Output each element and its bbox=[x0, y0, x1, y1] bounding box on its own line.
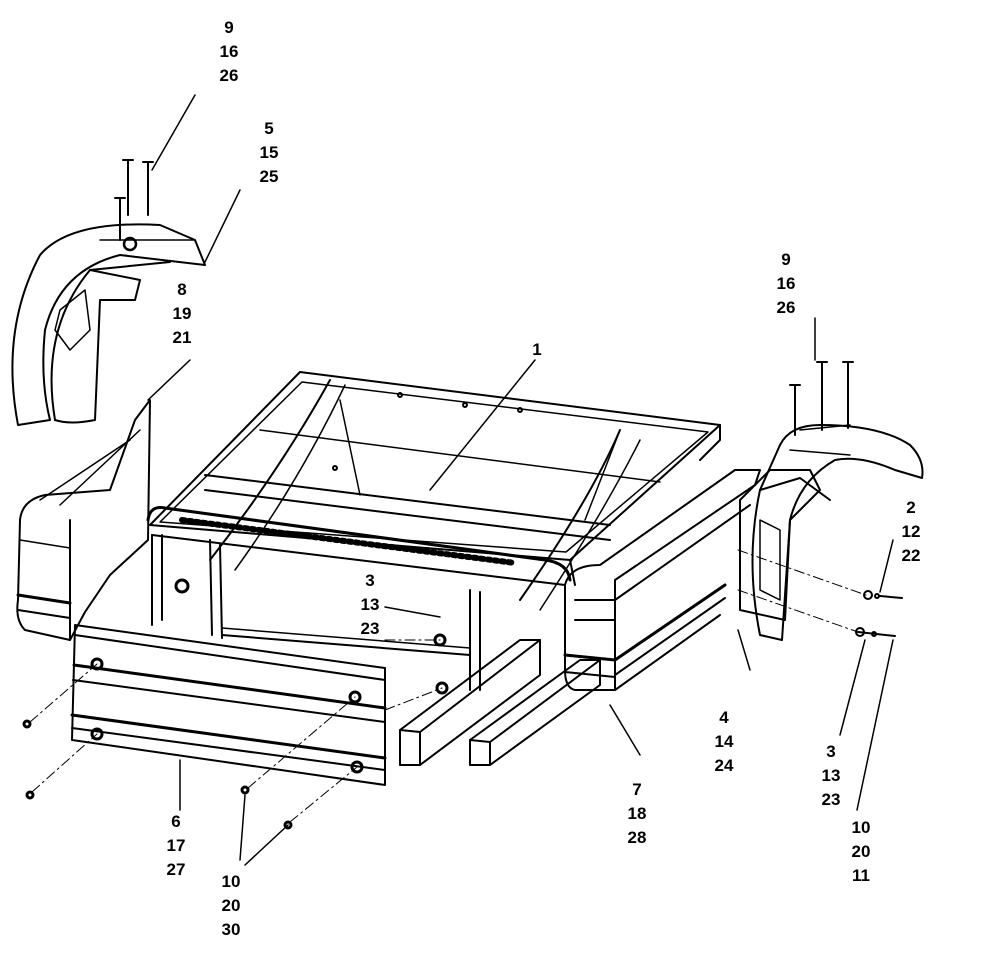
callout-text: 26 bbox=[219, 66, 239, 85]
leader-lines bbox=[147, 94, 894, 866]
callout-text: 20 bbox=[851, 842, 871, 861]
callout-text: 24 bbox=[714, 756, 734, 775]
callout-text: 7 bbox=[632, 780, 642, 799]
callout-top-right-screws: 9 16 26 bbox=[766, 248, 806, 320]
callout-right-bolt: 10 20 11 bbox=[841, 816, 881, 888]
callout-right-rail: 7 18 28 bbox=[617, 778, 657, 850]
callout-text: 20 bbox=[221, 896, 241, 915]
callout-text: 3 bbox=[365, 571, 375, 590]
callout-text: 18 bbox=[627, 804, 647, 823]
callout-text: 2 bbox=[906, 498, 916, 517]
callout-text: 10 bbox=[851, 818, 871, 837]
callout-right-fender: 2 12 22 bbox=[891, 496, 931, 568]
callout-left-fender-top: 5 15 25 bbox=[249, 117, 289, 189]
callout-text: 23 bbox=[360, 619, 380, 638]
callout-front-panel: 6 17 27 bbox=[156, 810, 196, 882]
callout-text: 1 bbox=[532, 340, 542, 359]
callout-text: 30 bbox=[221, 920, 241, 939]
callout-left-fender: 8 19 21 bbox=[162, 278, 202, 350]
callout-text: 9 bbox=[224, 18, 234, 37]
callout-text: 3 bbox=[826, 742, 836, 761]
callout-text: 13 bbox=[821, 766, 841, 785]
front-panel bbox=[70, 624, 387, 786]
screws bbox=[22, 159, 903, 830]
callout-text: 21 bbox=[172, 328, 192, 347]
callout-text: 28 bbox=[627, 828, 647, 847]
callout-right-nut: 3 13 23 bbox=[811, 740, 851, 812]
callout-text: 16 bbox=[219, 42, 239, 61]
callout-text: 11 bbox=[852, 866, 870, 885]
callout-text: 25 bbox=[259, 167, 279, 186]
callout-text: 4 bbox=[719, 708, 729, 727]
callout-text: 23 bbox=[821, 790, 841, 809]
left-fender bbox=[11, 223, 206, 426]
callout-text: 13 bbox=[360, 595, 380, 614]
callout-top-left-screws: 9 16 26 bbox=[209, 16, 249, 88]
callout-text: 8 bbox=[177, 280, 187, 299]
callout-front-screws: 10 20 30 bbox=[211, 870, 251, 942]
callout-main-frame: 1 bbox=[517, 338, 557, 362]
main-frame bbox=[146, 371, 721, 766]
callout-right-bracket: 4 14 24 bbox=[704, 706, 744, 778]
callout-center-nut: 3 13 23 bbox=[350, 569, 390, 641]
callout-text: 16 bbox=[776, 274, 796, 293]
callout-text: 19 bbox=[172, 304, 192, 323]
callout-text: 5 bbox=[264, 119, 274, 138]
callout-text: 26 bbox=[776, 298, 796, 317]
callout-text: 12 bbox=[901, 522, 921, 541]
callout-text: 9 bbox=[781, 250, 791, 269]
callout-text: 15 bbox=[259, 143, 279, 162]
callout-text: 27 bbox=[166, 860, 186, 879]
callout-text: 6 bbox=[171, 812, 181, 831]
alignment-lines bbox=[29, 549, 867, 823]
callout-text: 10 bbox=[221, 872, 241, 891]
callout-text: 17 bbox=[166, 836, 186, 855]
callout-text: 22 bbox=[901, 546, 921, 565]
right-fender bbox=[739, 424, 924, 641]
right-side-rail bbox=[563, 469, 761, 691]
callout-text: 14 bbox=[714, 732, 734, 751]
left-corner-bumper bbox=[16, 399, 151, 641]
